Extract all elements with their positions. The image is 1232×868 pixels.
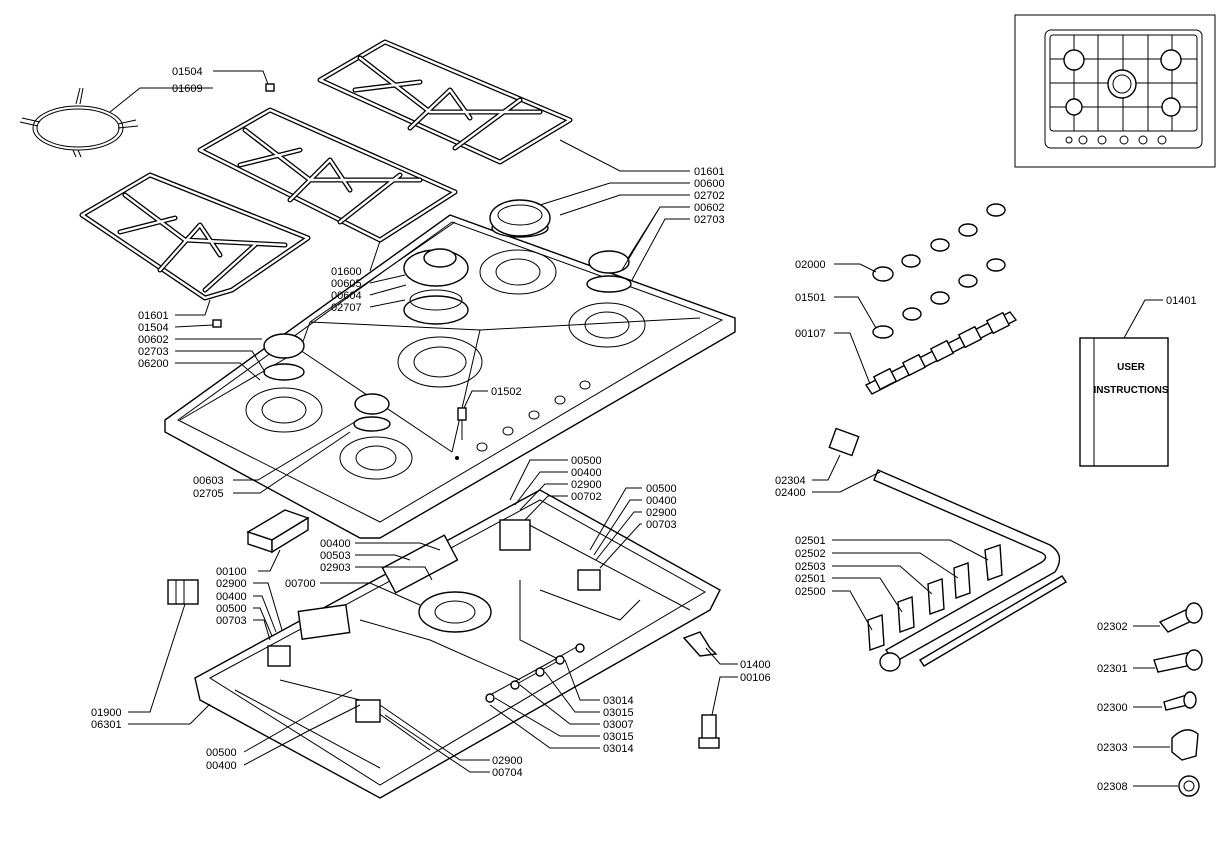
label-02500: 02500 [795, 586, 826, 598]
burner-cap-front [353, 393, 391, 432]
label-00603: 00603 [193, 475, 224, 487]
label-00503: 00503 [320, 550, 351, 562]
label-00703: 00703 [216, 615, 247, 627]
label-00500: 00500 [646, 483, 677, 495]
label-02502: 02502 [795, 548, 826, 560]
label-00703: 00703 [646, 519, 677, 531]
user-instructions-manual [1079, 337, 1169, 467]
label-02900: 02900 [492, 755, 523, 767]
label-06200: 06200 [138, 358, 169, 370]
part-labels: 01504 01609 01601 00600 02702 00602 0270… [91, 66, 1197, 793]
label-00602: 00602 [694, 202, 725, 214]
label-02501: 02501 [795, 573, 826, 585]
manual-title-line1: USER [1117, 362, 1146, 373]
label-00500: 00500 [571, 455, 602, 467]
clip-part [682, 631, 718, 657]
spark-plug-part [457, 407, 467, 440]
ignition-module-part [246, 509, 310, 554]
label-00700: 00700 [285, 578, 316, 590]
label-00602: 00602 [138, 334, 169, 346]
label-02301: 02301 [1097, 663, 1128, 675]
label-01400: 01400 [740, 659, 771, 671]
label-03014: 03014 [603, 743, 634, 755]
label-00605: 00605 [331, 278, 362, 290]
label-02304: 02304 [775, 475, 806, 487]
label-00400: 00400 [216, 591, 247, 603]
knobs-part [872, 203, 1006, 339]
label-00100: 00100 [216, 566, 247, 578]
label-03015: 03015 [603, 731, 634, 743]
label-02303: 02303 [1097, 742, 1128, 754]
label-02308: 02308 [1097, 781, 1128, 793]
label-03007: 03007 [603, 719, 634, 731]
label-02705: 02705 [193, 488, 224, 500]
rubber-foot-part [265, 83, 275, 92]
label-02900: 02900 [571, 479, 602, 491]
switch-strip-part [864, 311, 1018, 395]
label-00400: 00400 [646, 495, 677, 507]
pan-support-right [317, 39, 573, 165]
wok-ring-part [19, 87, 139, 158]
label-01601: 01601 [694, 166, 725, 178]
label-00107: 00107 [795, 328, 826, 340]
label-03015: 03015 [603, 707, 634, 719]
label-00500: 00500 [216, 603, 247, 615]
label-00704: 00704 [492, 767, 523, 779]
label-01501: 01501 [795, 292, 826, 304]
label-00500: 00500 [206, 747, 237, 759]
burner-cap-wok [403, 248, 469, 325]
label-02707: 02707 [331, 302, 362, 314]
terminal-block-part [167, 579, 199, 605]
label-02503: 02503 [795, 561, 826, 573]
label-02302: 02302 [1097, 621, 1128, 633]
label-06301: 06301 [91, 719, 122, 731]
burner-cap-rear-right [489, 199, 551, 238]
label-01900: 01900 [91, 707, 122, 719]
label-03014: 03014 [603, 695, 634, 707]
label-00604: 00604 [331, 290, 362, 302]
label-00400: 00400 [320, 538, 351, 550]
label-01401: 01401 [1166, 295, 1197, 307]
leader-lines [109, 70, 1178, 787]
fitting-part [698, 714, 720, 749]
label-02300: 02300 [1097, 702, 1128, 714]
label-01504: 01504 [138, 322, 169, 334]
label-02400: 02400 [775, 487, 806, 499]
label-00106: 00106 [740, 672, 771, 684]
label-02703: 02703 [694, 214, 725, 226]
rubber-foot-part [212, 319, 222, 328]
gas-manifold-part [828, 427, 1067, 672]
label-02703: 02703 [138, 346, 169, 358]
label-02900: 02900 [646, 507, 677, 519]
label-02900: 02900 [216, 578, 247, 590]
label-01502: 01502 [491, 386, 522, 398]
label-01601: 01601 [138, 310, 169, 322]
pan-support-left [79, 172, 311, 301]
hob-top-view-inset [1014, 14, 1216, 168]
label-02000: 02000 [795, 259, 826, 271]
label-00600: 00600 [694, 178, 725, 190]
label-02702: 02702 [694, 190, 725, 202]
fittings-part [1153, 602, 1203, 797]
hob-top-plate [164, 214, 736, 539]
label-01609: 01609 [172, 83, 203, 95]
label-01600: 01600 [331, 266, 362, 278]
burner-cap-right [586, 250, 632, 293]
label-00400: 00400 [206, 760, 237, 772]
label-01504: 01504 [172, 66, 203, 78]
label-00400: 00400 [571, 467, 602, 479]
burner-cap-left [263, 333, 305, 381]
manual-title-line2: INSTRUCTIONS [1094, 385, 1169, 396]
label-00702: 00702 [571, 491, 602, 503]
pan-support-middle [197, 107, 458, 243]
label-02903: 02903 [320, 562, 351, 574]
label-02501: 02501 [795, 535, 826, 547]
